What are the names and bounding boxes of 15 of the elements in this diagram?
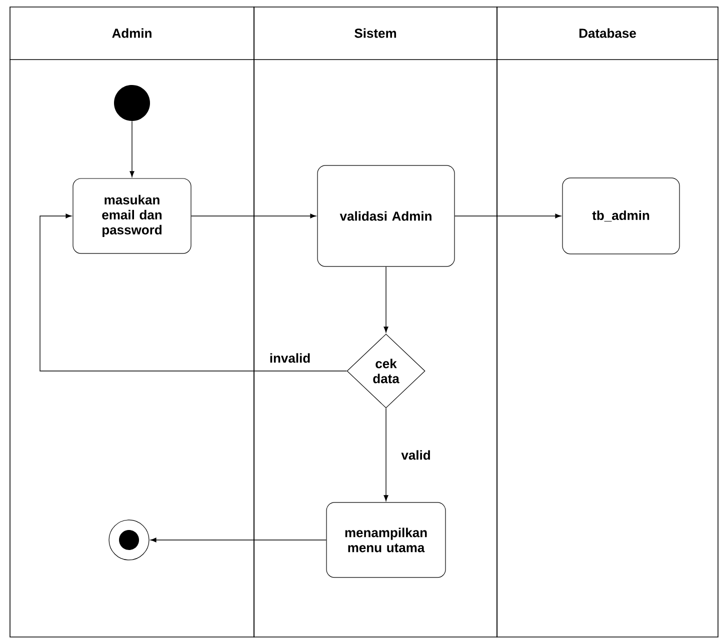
- end-node: [108, 520, 150, 560]
- activity-box: tb_admin: [562, 178, 680, 254]
- edge-label: invalid: [268, 352, 312, 364]
- activity-box: validasi Admin: [317, 165, 455, 267]
- start-node: [114, 85, 150, 121]
- arrow: [130, 120, 134, 178]
- activity-box: menampilkan menu utama: [326, 502, 446, 578]
- arrow: [150, 538, 327, 542]
- activity-box: masukan email dan password: [72, 178, 192, 254]
- arrow: [454, 214, 562, 218]
- arrow: [384, 266, 388, 333]
- arrow: [384, 408, 388, 502]
- arrow: [40, 214, 348, 372]
- arrow: [190, 214, 316, 218]
- edge-label: valid: [400, 449, 432, 461]
